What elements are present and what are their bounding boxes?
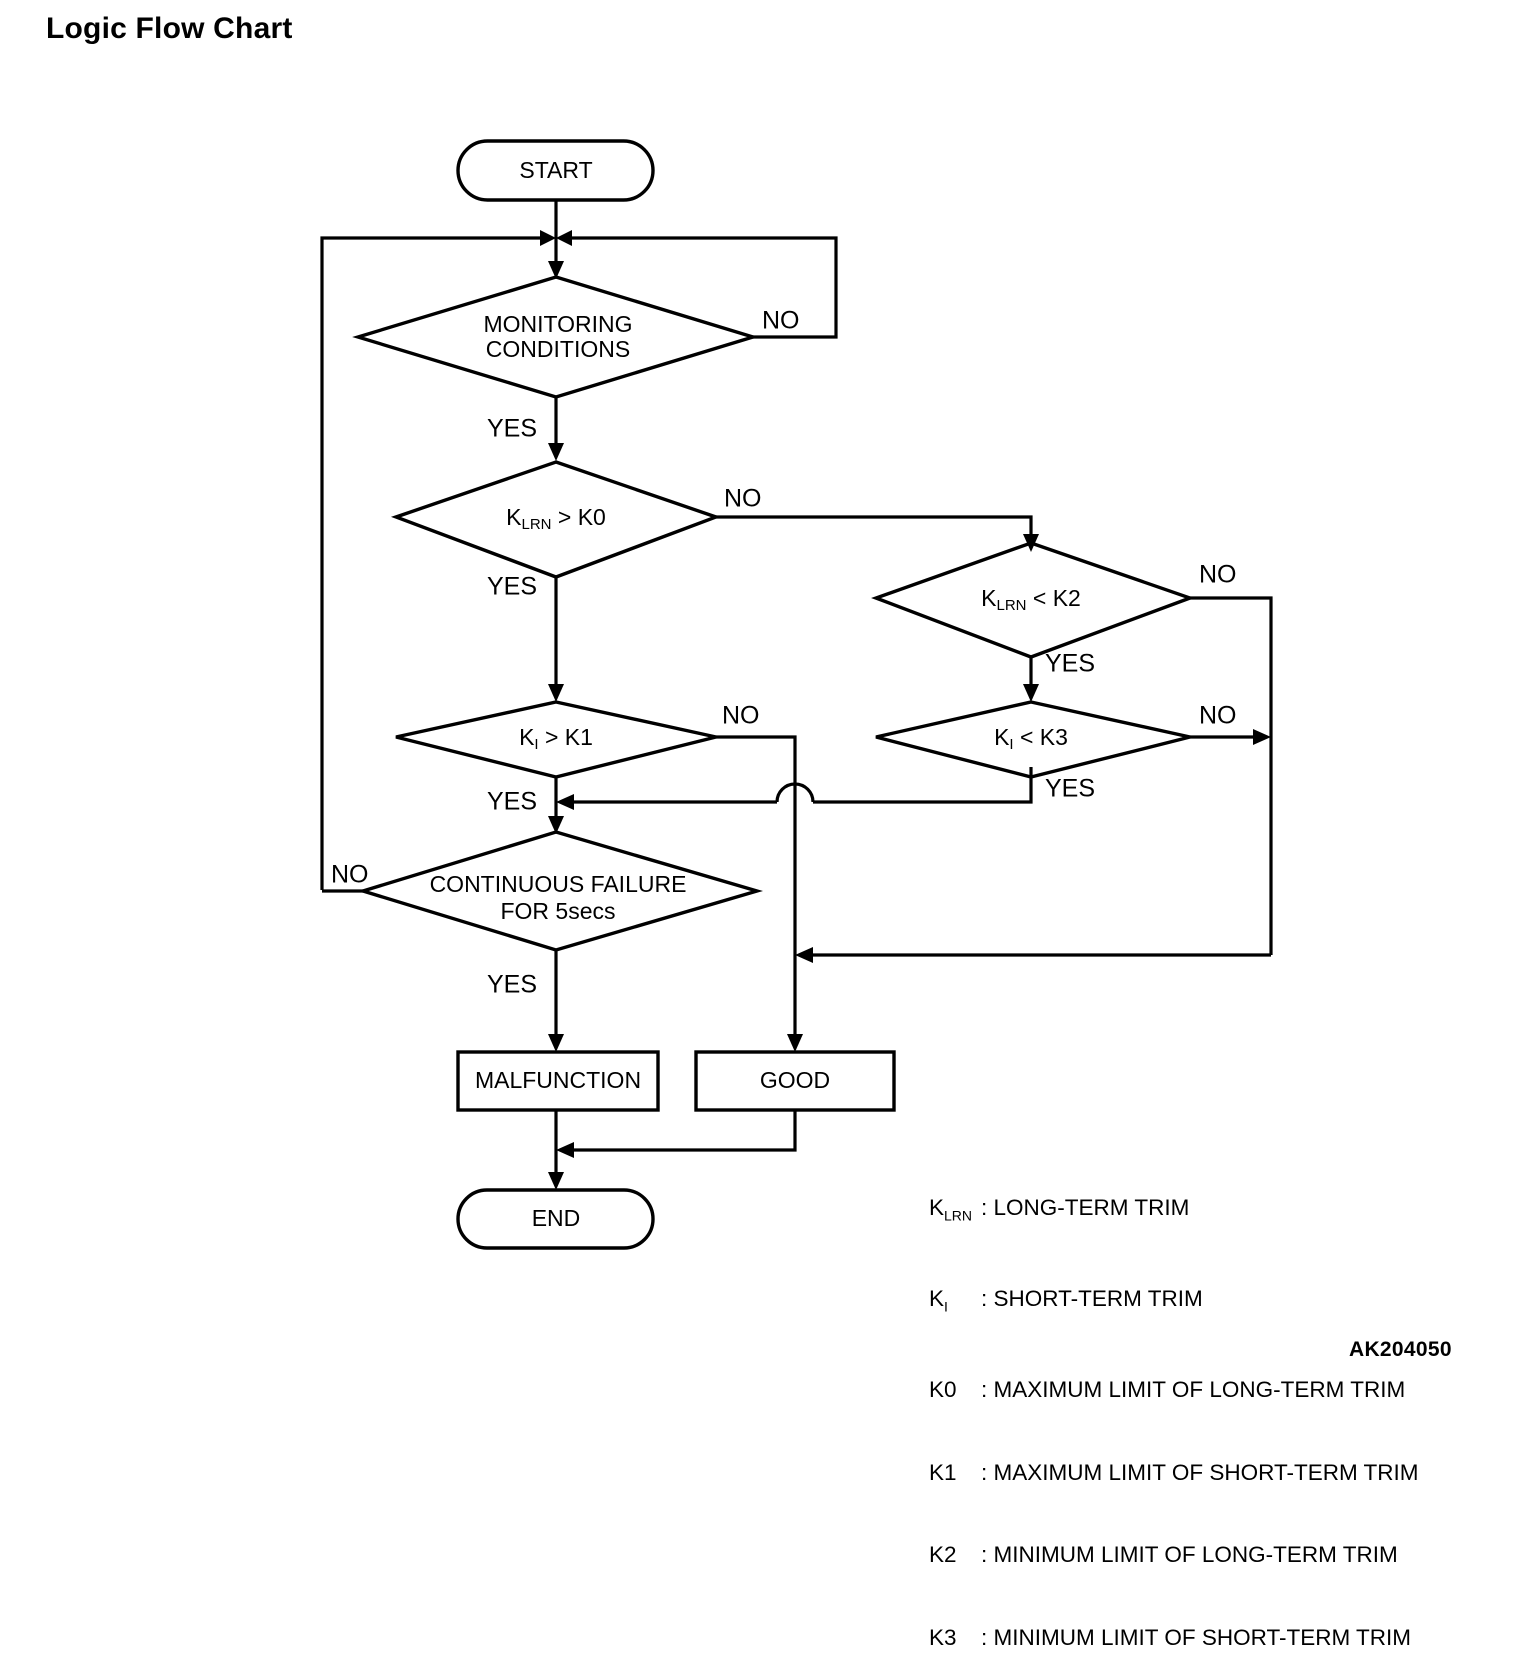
legend-separator: : xyxy=(981,1286,988,1311)
arrowhead-end-in xyxy=(548,1172,564,1190)
edge-ki-lt-k3-yes xyxy=(813,767,1033,804)
node-monitoring-label-line2: CONDITIONS xyxy=(486,336,630,362)
legend-separator: : xyxy=(981,1542,988,1567)
edge-klrn-gt-k0-no xyxy=(716,515,1033,540)
arrowhead-ki-lt-k3-no-join xyxy=(1253,729,1271,745)
edge-label-ki-gt-k1-no: NO xyxy=(722,702,760,730)
node-ki-gt-k1-sym: K xyxy=(519,724,535,750)
node-klrn-lt-k2-sym: K xyxy=(981,585,997,611)
page-title: Logic Flow Chart xyxy=(46,12,293,45)
legend-description: MINIMUM LIMIT OF LONG-TERM TRIM xyxy=(993,1542,1398,1567)
legend-separator: : xyxy=(981,1377,988,1402)
edge-label-klrn-lt-k2-no: NO xyxy=(1199,561,1237,589)
node-continuous-failure-line2: FOR 5secs xyxy=(500,898,615,924)
legend-separator: : xyxy=(981,1624,988,1650)
node-good[interactable] xyxy=(694,1050,896,1112)
node-klrn-lt-k2[interactable] xyxy=(871,541,1196,659)
legend-row: K3: MINIMUM LIMIT OF SHORT-TERM TRIM xyxy=(929,1624,1419,1652)
flowchart-canvas: START MONITORING CONDITIONS KLRN > K0 KL… xyxy=(320,139,1273,1250)
node-klrn-gt-k0-label: KLRN > K0 xyxy=(506,504,606,533)
edge-good-to-end xyxy=(569,1110,797,1152)
arrowhead-cont-fail-in xyxy=(548,816,564,834)
node-start[interactable] xyxy=(456,139,655,202)
edge-label-cont-fail-yes: YES xyxy=(487,971,537,999)
legend-separator: : xyxy=(981,1195,988,1220)
node-start-label: START xyxy=(519,157,592,183)
node-monitoring-label-line1: MONITORING xyxy=(483,311,632,337)
node-ki-gt-k1-label: KI > K1 xyxy=(519,724,593,753)
edge-label-ki-gt-k1-yes: YES xyxy=(487,788,537,816)
edge-label-monitoring-yes: YES xyxy=(487,415,537,443)
edge-monitoring-no xyxy=(566,236,838,339)
legend-description: MAXIMUM LIMIT OF SHORT-TERM TRIM xyxy=(993,1459,1419,1485)
legend-symbol: K3 xyxy=(929,1624,957,1650)
node-end[interactable] xyxy=(456,1188,655,1250)
node-continuous-failure-line1: CONTINUOUS FAILURE xyxy=(430,871,687,897)
arrowhead-monitoring-in xyxy=(548,261,564,279)
edge-label-cont-fail-no: NO xyxy=(331,861,369,889)
edge-label-klrn-gt-k0-no: NO xyxy=(724,485,762,513)
edge-label-ki-lt-k3-no: NO xyxy=(1199,702,1237,730)
legend-description: SHORT-TERM TRIM xyxy=(993,1286,1203,1311)
legend: KLRN: LONG-TERM TRIM KI: SHORT-TERM TRIM… xyxy=(929,1139,1419,1679)
edge-klrn-lt-k2-no xyxy=(1190,596,1273,955)
node-ki-lt-k3-sub: I xyxy=(1009,736,1013,753)
node-monitoring-conditions[interactable] xyxy=(352,275,759,399)
node-ki-gt-k1[interactable] xyxy=(395,700,717,779)
legend-separator: : xyxy=(981,1459,988,1485)
node-good-label: GOOD xyxy=(760,1067,830,1093)
node-continuous-failure[interactable] xyxy=(357,830,764,952)
arrowhead-left-feedback-join xyxy=(540,230,556,246)
arrowhead-monitoring-no-join xyxy=(556,230,572,246)
legend-symbol: KI xyxy=(929,1286,948,1315)
legend-symbol: K0 xyxy=(929,1377,957,1402)
node-klrn-gt-k0-rest: > K0 xyxy=(552,504,606,530)
arrowhead-ki-lt-k3-in xyxy=(1023,684,1039,702)
node-ki-lt-k3[interactable] xyxy=(875,700,1191,779)
arrowhead-end-merge-join xyxy=(556,1142,574,1158)
legend-subscript: LRN xyxy=(944,1207,973,1224)
legend-description: MINIMUM LIMIT OF SHORT-TERM TRIM xyxy=(993,1624,1412,1650)
legend-symbol: K2 xyxy=(929,1542,957,1567)
legend-description: LONG-TERM TRIM xyxy=(993,1195,1190,1220)
node-malfunction[interactable] xyxy=(456,1050,660,1112)
legend-symbol: KLRN xyxy=(929,1195,973,1224)
node-ki-gt-k1-sub: I xyxy=(534,736,538,753)
legend-row: K0: MAXIMUM LIMIT OF LONG-TERM TRIM xyxy=(929,1376,1419,1404)
node-klrn-lt-k2-rest: < K2 xyxy=(1027,585,1081,611)
node-ki-gt-k1-rest: > K1 xyxy=(539,724,593,750)
arrowhead-klrn-gt-k0-in xyxy=(548,443,564,461)
node-malfunction-label: MALFUNCTION xyxy=(475,1067,641,1093)
node-end-label: END xyxy=(532,1205,581,1231)
legend-subscript: I xyxy=(944,1298,948,1315)
node-ki-lt-k3-sym: K xyxy=(994,724,1010,750)
reference-code: AK204050 xyxy=(1349,1338,1452,1361)
node-klrn-gt-k0-sym: K xyxy=(506,504,522,530)
legend-row: K1: MAXIMUM LIMIT OF SHORT-TERM TRIM xyxy=(929,1459,1419,1487)
legend-symbol: K1 xyxy=(929,1459,957,1485)
legend-row: KI: SHORT-TERM TRIM xyxy=(929,1285,1419,1321)
arrowhead-good-rail-join xyxy=(795,947,813,963)
arrowhead-ki-lt-k3-yes-join xyxy=(556,794,574,810)
node-klrn-gt-k0[interactable] xyxy=(390,460,722,579)
node-klrn-gt-k0-sub: LRN xyxy=(521,516,551,533)
edge-label-klrn-gt-k0-yes: YES xyxy=(487,573,537,601)
arrowhead-good-in xyxy=(787,1034,803,1052)
edge-label-ki-lt-k3-yes: YES xyxy=(1045,775,1095,803)
node-klrn-lt-k2-label: KLRN < K2 xyxy=(981,585,1081,614)
arrowhead-malfunction-in xyxy=(548,1034,564,1052)
node-klrn-lt-k2-sub: LRN xyxy=(996,597,1026,614)
node-ki-lt-k3-label: KI < K3 xyxy=(994,724,1068,753)
edge-ki-gt-k1-no xyxy=(716,735,797,1040)
legend-description: MAXIMUM LIMIT OF LONG-TERM TRIM xyxy=(993,1377,1406,1402)
edge-label-klrn-lt-k2-yes: YES xyxy=(1045,650,1095,678)
legend-row: KLRN: LONG-TERM TRIM xyxy=(929,1194,1419,1230)
edge-left-feedback-loop xyxy=(320,236,548,890)
legend-row: K2: MINIMUM LIMIT OF LONG-TERM TRIM xyxy=(929,1541,1419,1569)
arrowhead-ki-gt-k1-in xyxy=(548,684,564,702)
node-ki-lt-k3-rest: < K3 xyxy=(1014,724,1068,750)
edge-label-monitoring-no: NO xyxy=(762,307,800,335)
